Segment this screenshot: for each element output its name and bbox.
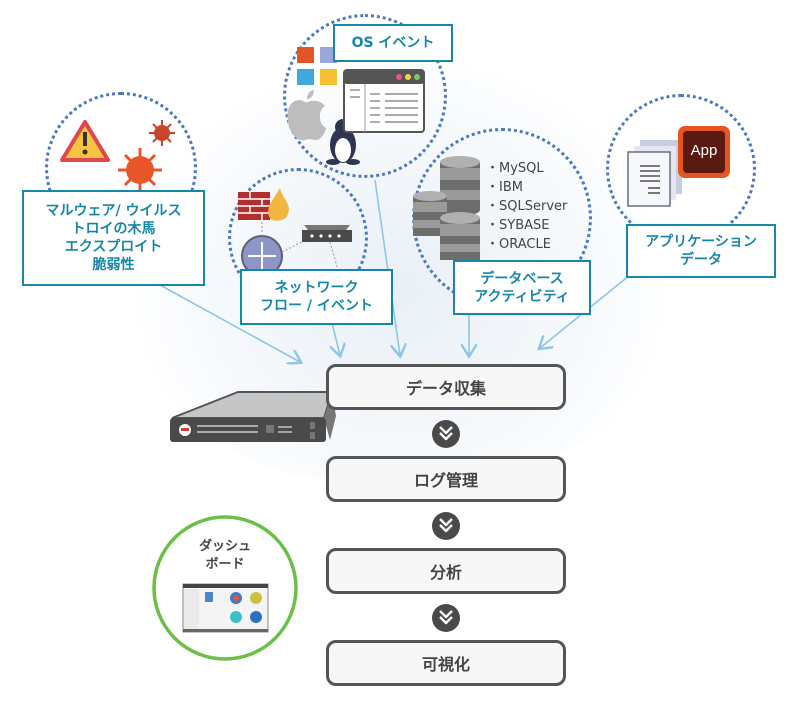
virus-icon: [118, 120, 175, 192]
step-analysis: 分析: [326, 548, 566, 594]
label-line: データベース: [480, 270, 564, 287]
apple-icon: [287, 90, 326, 141]
label-line: フロー / イベント: [260, 298, 373, 314]
malware-label: マルウェア/ ウイルス トロイの木馬 エクスプロイト 脆弱性: [22, 190, 205, 286]
arrow-malware: [159, 284, 300, 362]
application-label: アプリケーション データ: [626, 224, 776, 278]
db-product: SYBASE: [486, 216, 567, 235]
db-product: IBM: [486, 178, 567, 197]
server-appliance-icon: [170, 391, 336, 442]
app-window-icon: [343, 69, 425, 133]
label-line: OS イベント: [351, 35, 435, 51]
chevron-down-icon: [439, 426, 453, 441]
database-icon: [413, 156, 480, 260]
firewall-icon: [238, 188, 289, 221]
database-product-list: MySQL IBM SQLServer SYBASE ORACLE: [486, 159, 567, 254]
network-label: ネットワーク フロー / イベント: [240, 269, 393, 325]
label-line: アプリケーション: [645, 234, 757, 250]
label-line: データ: [680, 252, 722, 268]
label-line: ネットワーク: [274, 280, 359, 296]
label-line: アクティビティ: [474, 288, 570, 305]
app-badge-text: App: [690, 142, 718, 159]
database-label: データベース アクティビティ: [453, 260, 591, 315]
chevron-down-icon: [439, 518, 453, 533]
label-line: ボード: [205, 557, 245, 572]
label-line: 脆弱性: [92, 257, 135, 273]
arrows: [159, 179, 631, 362]
arrow-os: [374, 179, 400, 355]
dashboard-label: ダッシュ ボード: [180, 538, 270, 574]
db-product: ORACLE: [486, 235, 567, 254]
db-product: SQLServer: [486, 197, 567, 216]
dashboard-thumbnail-icon: [182, 583, 269, 633]
step-data-collection: データ収集: [326, 364, 566, 410]
os-circle: [283, 14, 447, 178]
label-line: マルウェア/ ウイルス: [45, 203, 182, 219]
os-events-label: OS イベント: [333, 24, 453, 62]
app-badge-icon: [678, 126, 730, 178]
document-icon: [627, 140, 682, 207]
windows-icon: [297, 47, 337, 85]
step-visualization: 可視化: [326, 640, 566, 686]
switch-icon: [302, 225, 352, 242]
label-line: エクスプロイト: [64, 239, 163, 255]
warning-icon: [60, 120, 110, 162]
label-line: ダッシュ: [198, 539, 251, 554]
step-log-management: ログ管理: [326, 456, 566, 502]
db-product: MySQL: [486, 159, 567, 178]
chevron-down-icon: [439, 610, 453, 625]
label-line: トロイの木馬: [71, 221, 156, 237]
